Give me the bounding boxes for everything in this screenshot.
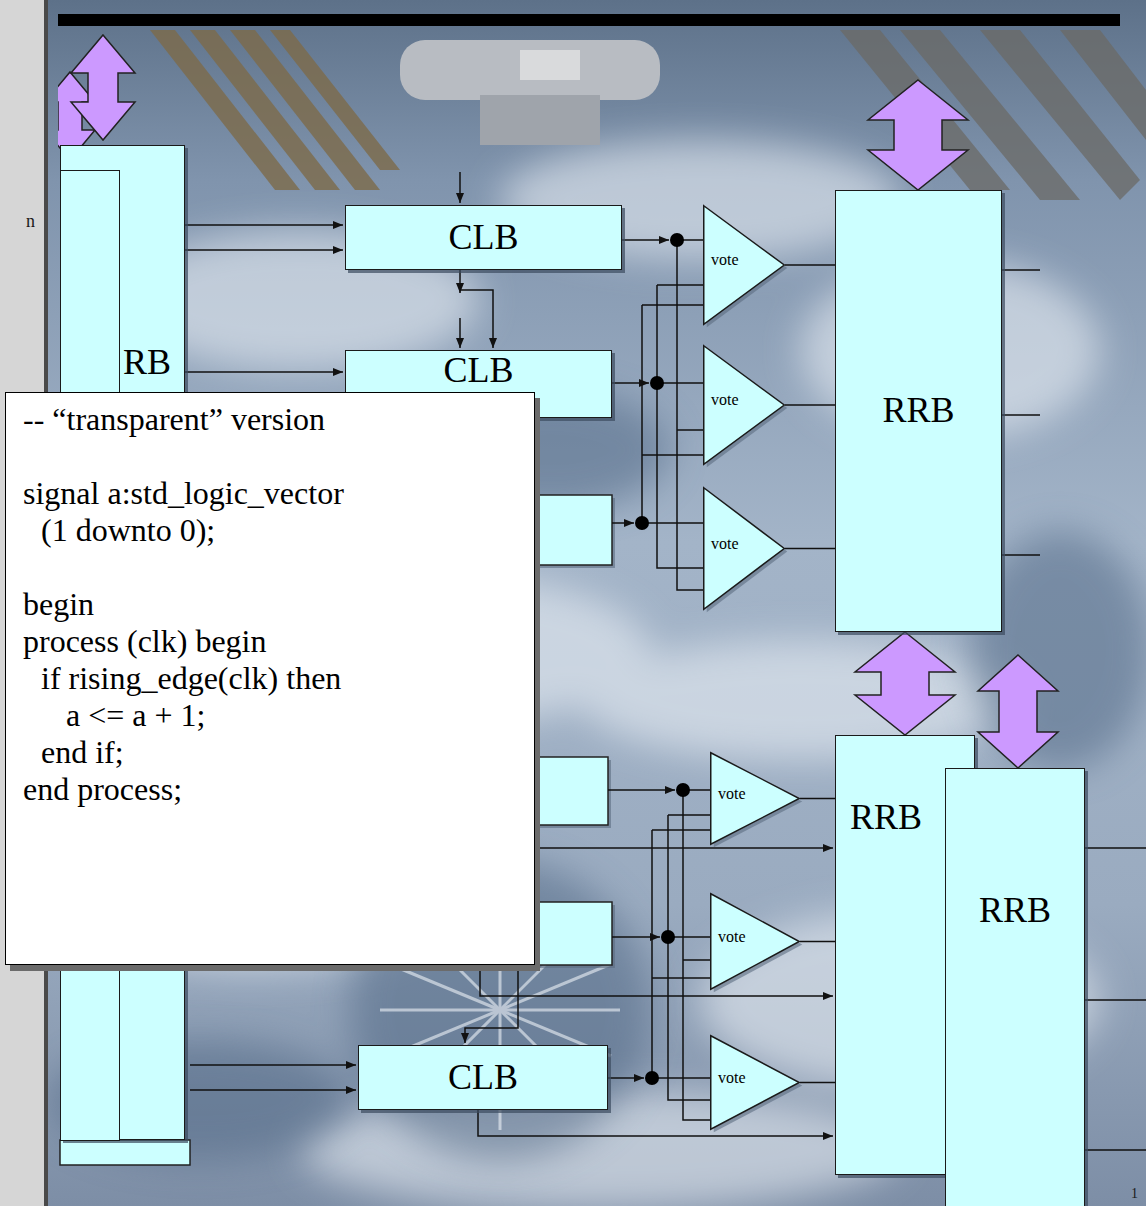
solar-array	[1060, 30, 1146, 140]
wire	[1085, 848, 1146, 1150]
box-label: CLB	[443, 351, 513, 391]
wire	[185, 371, 343, 373]
station-module	[520, 50, 580, 80]
code-line: end if;	[23, 734, 517, 771]
wire	[612, 382, 649, 384]
wire	[800, 941, 835, 943]
bus-arrow	[978, 655, 1058, 768]
vote-triangle: vote	[710, 752, 800, 845]
bus-arrow	[868, 80, 968, 190]
wire	[608, 789, 675, 791]
wire	[612, 936, 660, 938]
bus-arrow	[71, 35, 135, 140]
wire	[459, 172, 461, 203]
vote-triangle: vote	[703, 345, 785, 465]
wire	[190, 1089, 356, 1091]
junction-dot	[635, 516, 649, 530]
station-module	[400, 40, 660, 100]
sun-burst	[500, 964, 611, 1010]
box-label: vote	[711, 391, 739, 409]
triangle-outline	[704, 346, 785, 465]
box-label: RRB	[979, 891, 1051, 931]
code-line: a <= a + 1;	[23, 697, 517, 734]
wire	[612, 522, 634, 524]
title-bar	[58, 14, 1120, 26]
wire	[785, 548, 835, 550]
solar-array	[840, 30, 1146, 200]
wire	[465, 966, 518, 1043]
solar-array	[150, 30, 400, 190]
wire	[535, 847, 833, 849]
wire	[460, 290, 493, 348]
wire	[657, 285, 703, 568]
box-label: CLB	[448, 218, 518, 258]
wire	[185, 249, 343, 251]
box-label: RRB	[850, 798, 922, 838]
wire	[1002, 270, 1040, 555]
vote-triangle: vote	[710, 1035, 800, 1130]
triangle-outline	[711, 894, 800, 990]
triangle-outline	[711, 1036, 800, 1130]
station-module	[400, 40, 660, 145]
wire	[608, 1077, 644, 1079]
solar-array	[270, 30, 400, 170]
clb-box: CLB	[358, 1045, 608, 1110]
junction-dot	[670, 233, 684, 247]
code-line: if rising_edge(clk) then	[23, 660, 517, 697]
wire	[668, 815, 710, 1100]
wire	[652, 830, 710, 1078]
page-number: 1	[1131, 1186, 1138, 1201]
vote-triangle: vote	[703, 487, 785, 610]
sun-burst	[389, 964, 500, 1010]
wire	[622, 239, 669, 241]
wire	[459, 318, 461, 348]
wire	[800, 1082, 835, 1084]
wire	[480, 966, 833, 996]
wire	[642, 305, 703, 523]
junction-dot	[635, 233, 690, 1085]
junction-dot	[645, 1071, 659, 1085]
rrb-box: RRB	[835, 190, 1002, 632]
hidden-clb	[60, 1140, 190, 1165]
code-line: end process;	[23, 771, 517, 808]
station-module	[480, 95, 600, 145]
sun-burst	[380, 1009, 500, 1012]
junction-dot	[650, 376, 664, 390]
margin-fragment: n	[26, 212, 35, 232]
junction-dot	[661, 930, 675, 944]
triangle-outline	[704, 206, 785, 325]
wire	[785, 264, 835, 266]
box-label: vote	[718, 1069, 746, 1087]
code-callout: -- “transparent” version signal a:std_log…	[5, 392, 535, 965]
box-label: RRB	[882, 391, 954, 431]
triangle-outline	[711, 753, 800, 845]
code-line: process (clk) begin	[23, 623, 517, 660]
clb-box: CLB	[345, 205, 622, 270]
rrb-box: RRB	[945, 768, 1085, 1206]
wire	[785, 404, 835, 406]
box-label: vote	[718, 785, 746, 803]
wire	[683, 790, 710, 1120]
box-label: RB	[123, 343, 171, 383]
vote-triangle: vote	[710, 893, 800, 990]
box-label: vote	[711, 535, 739, 553]
wire	[190, 1064, 356, 1066]
box-label: vote	[711, 251, 739, 269]
wire	[677, 240, 703, 590]
wire	[478, 1110, 833, 1136]
code-line: begin	[23, 586, 517, 623]
vote-triangle: vote	[703, 205, 785, 325]
wire	[185, 224, 343, 226]
bus-arrow	[855, 632, 955, 735]
box-label: CLB	[448, 1058, 518, 1098]
junction-dot	[676, 783, 690, 797]
box-label: vote	[718, 928, 746, 946]
triangle-outline	[704, 488, 785, 610]
code-line: signal a:std_logic_vector (1 downto 0);	[23, 475, 361, 549]
code-line: -- “transparent” version	[23, 401, 517, 438]
wire	[800, 798, 835, 800]
